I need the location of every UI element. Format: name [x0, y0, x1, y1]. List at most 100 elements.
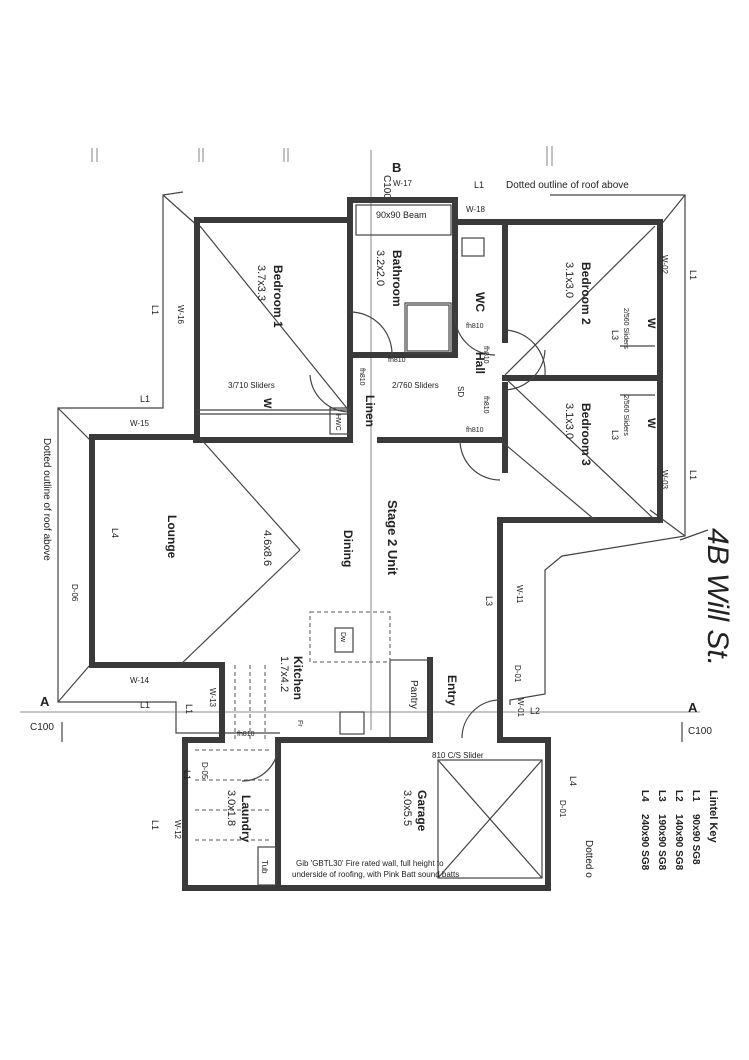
window-w11: W-11	[515, 585, 524, 604]
lintel-key-spec-l3: 190x90 SG8	[656, 814, 667, 871]
beam-note: 90x90 Beam	[376, 210, 427, 220]
smoke-detector-tag: SD	[456, 386, 465, 397]
room-name-pantry: Pantry	[408, 680, 419, 709]
section-a-left: A	[40, 694, 50, 709]
sliders-note-2: 2/560 Sliders	[622, 308, 629, 349]
room-bedroom3: Bedroom 3 3.1x3.0	[563, 403, 593, 466]
room-size-bedroom1: 3.7x3.3	[255, 265, 267, 301]
room-laundry: Laundry 3.0x1.8	[225, 790, 253, 843]
window-w12: W-12	[173, 820, 182, 840]
window-w18: W-18	[466, 205, 486, 214]
lintel-l1: L1	[150, 820, 160, 830]
firewall-note-2: underside of roofing, with Pink Batt sou…	[292, 870, 459, 879]
room-kitchen: Kitchen 1.7x4.2	[278, 656, 305, 700]
lintel-l4: L4	[568, 776, 578, 786]
room-bedroom1: Bedroom 1 3.7x3.3	[255, 265, 285, 328]
lintel-l2: L2	[530, 706, 540, 716]
roof-hip-lines	[179, 225, 656, 666]
room-name-garage: Garage	[415, 790, 429, 832]
lintel-l3: L3	[484, 596, 494, 606]
lintel-key-code-l1: L1	[690, 790, 701, 802]
door-d05: D-05	[200, 762, 209, 780]
garage-slider-note: 810 C/S Slider	[432, 751, 484, 760]
lintel-l1: L1	[184, 704, 194, 714]
roof-note-right: Dotted o	[583, 840, 594, 878]
room-name-entry: Entry	[445, 675, 459, 706]
lintel-tags: L1 L1 L1 L1 L1 L1 L1 L1 L1 L2 L3 L3 L3 L…	[110, 180, 698, 830]
fridge-tag: Fr	[296, 720, 303, 727]
lintel-key-spec-l4: 240x90 SG8	[639, 814, 650, 871]
window-tags: W-17 W-18 W-16 W-15 W-14 W-13 W-12 W-11 …	[70, 179, 669, 840]
room-name-kitchen: Kitchen	[291, 656, 305, 700]
room-size-laundry: 3.0x1.8	[225, 790, 237, 826]
wardrobe-tag-2: W	[645, 318, 657, 329]
room-lounge: Lounge 4.6x8.6	[165, 515, 273, 566]
room-bathroom: Bathroom 3.2x2.0	[374, 250, 404, 307]
fixtures	[196, 204, 655, 886]
lintel-l1: L1	[474, 180, 484, 190]
door-d01-b: D-01	[513, 665, 522, 683]
room-size-bedroom2: 3.1x3.0	[563, 262, 575, 298]
wardrobe-tag-1: W	[261, 398, 273, 409]
handwritten-address: 4B Will St.	[701, 528, 734, 666]
room-name-hwc: HWC	[334, 414, 341, 431]
stair-dashes	[195, 665, 270, 841]
room-name-laundry: Laundry	[239, 795, 253, 843]
roof-outline	[57, 191, 709, 734]
door-swings	[241, 311, 546, 782]
room-name-wc: WC	[473, 292, 487, 312]
lintel-key: Lintel Key L1 90x90 SG8 L2 140x90 SG8 L3…	[639, 790, 719, 871]
door-tag: fh810	[237, 731, 255, 738]
window-w15: W-15	[130, 419, 150, 428]
section-line-b: B C100	[370, 150, 401, 730]
window-w02: W-02	[660, 255, 669, 275]
dishwasher-tag: Dw	[339, 632, 346, 643]
lintel-l1: L1	[140, 394, 150, 404]
lintel-l1: L1	[150, 305, 160, 315]
section-b: B	[392, 160, 401, 175]
lintel-l1: L1	[182, 770, 192, 780]
lintel-key-code-l4: L4	[639, 790, 650, 802]
top-grid-marks	[91, 146, 553, 166]
room-name-linen: Linen	[363, 395, 377, 427]
room-name-tub: Tub	[260, 860, 269, 874]
room-dining: Stage 2 Unit Dining	[341, 500, 400, 576]
roof-note-top: Dotted outline of roof above	[506, 180, 629, 191]
door-tag: fh810	[358, 368, 365, 386]
room-name-lounge: Lounge	[165, 515, 179, 559]
window-w16: W-16	[176, 305, 185, 325]
sliders-note-4: 2/760 Sliders	[392, 381, 439, 390]
door-d01-a: D-01	[558, 800, 567, 818]
c100-right: C100	[688, 726, 712, 737]
room-size-kitchen: 1.7x4.2	[278, 656, 290, 692]
door-tag: fh810	[482, 396, 489, 414]
wardrobe-tag-3: W	[645, 418, 657, 429]
door-d06: D-06	[70, 584, 79, 602]
door-tag: fh810	[482, 346, 489, 364]
room-name-dining: Dining	[341, 530, 355, 567]
room-bedroom2: Bedroom 2 3.1x3.0	[563, 262, 593, 325]
roof-note-left: Dotted outline of roof above	[41, 438, 52, 561]
window-w13: W-13	[208, 688, 217, 708]
lintel-l1: L1	[140, 700, 150, 710]
lintel-l3: L3	[610, 330, 620, 340]
door-size-tags: fh810 fh810 fh810 fh810 fh810 fh810 fh81…	[237, 323, 489, 738]
door-tag: fh810	[388, 357, 406, 364]
garage-void	[437, 759, 543, 879]
door-tag: fh810	[466, 323, 484, 330]
lintel-key-code-l3: L3	[656, 790, 667, 802]
section-a-right: A	[688, 700, 698, 715]
room-size-bathroom: 3.2x2.0	[374, 250, 386, 286]
room-name-bathroom: Bathroom	[390, 250, 404, 307]
window-w14: W-14	[130, 676, 150, 685]
lintel-l1: L1	[688, 470, 698, 480]
lintel-l4: L4	[110, 528, 120, 538]
window-w17: W-17	[393, 179, 413, 188]
stage-label: Stage 2 Unit	[385, 500, 400, 576]
room-name-hall: Hall	[473, 352, 487, 374]
window-w03: W-03	[660, 470, 669, 490]
lintel-key-spec-l1: 90x90 SG8	[690, 814, 701, 865]
lintel-key-spec-l2: 140x90 SG8	[673, 814, 684, 871]
lintel-key-title: Lintel Key	[707, 790, 719, 843]
